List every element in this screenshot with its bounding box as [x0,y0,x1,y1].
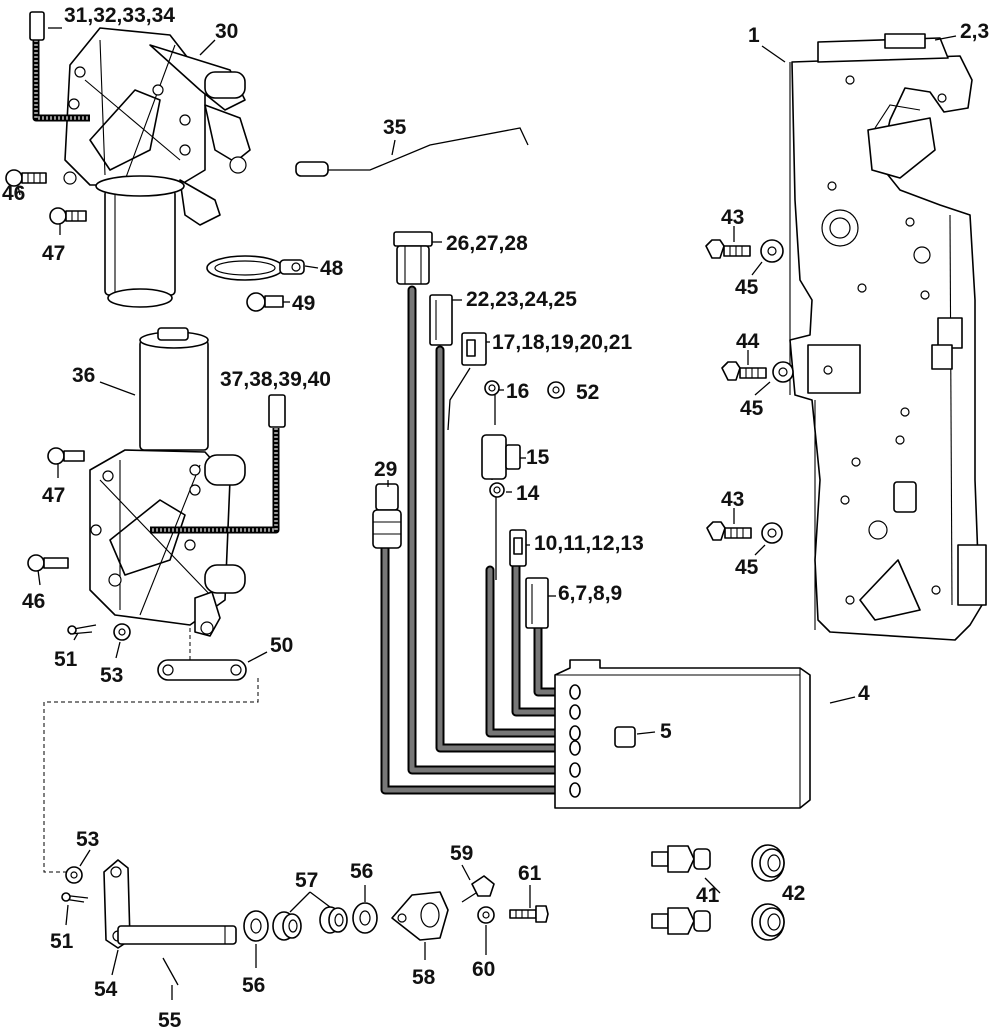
label-55: 55 [158,1009,182,1032]
connector-17-21 [461,332,487,366]
label-26-28: 26,27,28 [446,232,528,255]
label-37-40: 37,38,39,40 [220,368,331,391]
label-43-lower: 43 [721,488,744,511]
label-47-lower: 47 [42,484,65,507]
label-36: 36 [72,364,95,387]
leader-lines [17,27,957,1000]
screw-49 [246,292,284,312]
link-rod-35 [295,127,529,177]
bolt-44 [721,361,767,381]
control-module-4 [554,659,811,809]
screw-47-lower [47,447,85,465]
bolt-59 [461,875,495,903]
pin-55 [162,957,179,986]
screw-47-upper [49,207,87,225]
trim-motor-assembly-lower [89,327,286,637]
clip-51-upper [67,624,97,635]
label-61: 61 [518,862,542,885]
label-53-lower: 53 [76,828,99,851]
fuse-holder-15 [481,434,521,480]
bolt-43-lower [706,521,752,541]
label-58: 58 [412,966,436,989]
label-56-left: 56 [242,974,265,997]
connecting-link-50 [43,628,259,873]
washer-45-upper [760,239,784,263]
bushing-57-left [272,911,302,941]
ring-terminal-14 [489,482,505,498]
label-16: 16 [506,380,529,403]
connector-6-9 [525,577,549,629]
wiring-harness [380,285,575,795]
label-29: 29 [374,458,397,481]
grommet-42-upper [751,844,785,882]
bushing-57-right [319,906,348,934]
label-45-lower: 45 [735,556,759,579]
hose-clamp-48 [206,255,305,281]
label-2-3: 2,3 [960,20,989,43]
label-4: 4 [858,682,870,705]
label-54: 54 [94,978,118,1001]
screw-61 [509,905,549,923]
screw-46-lower [27,554,69,572]
label-30: 30 [215,20,238,43]
bushing-56-left [243,910,269,942]
label-42: 42 [782,882,805,905]
label-15: 15 [526,446,550,469]
washer-52 [547,381,565,399]
label-43-upper: 43 [721,206,744,229]
label-52: 52 [576,381,599,404]
bracket-58 [391,891,449,941]
label-49: 49 [292,292,315,315]
label-14: 14 [516,482,540,505]
label-47-upper: 47 [42,242,65,265]
label-59: 59 [450,842,473,865]
label-45-upper: 45 [735,276,759,299]
screw-46-upper [5,169,47,187]
label-31-34: 31,32,33,34 [64,4,175,27]
washer-45-middle [772,361,794,383]
label-50: 50 [270,634,293,657]
bushing-56-right [352,902,378,934]
label-1: 1 [748,24,760,47]
label-53-upper: 53 [100,664,123,687]
label-35: 35 [383,116,407,139]
mounting-bracket-plate [789,33,987,641]
label-44: 44 [736,330,760,353]
label-57: 57 [295,869,318,892]
washer-60 [477,906,495,924]
lever-shaft-54 [103,859,237,949]
label-17-21: 17,18,19,20,21 [492,331,632,354]
washer-53-lower [65,866,83,884]
label-5: 5 [660,720,672,743]
connector-29 [372,483,402,549]
fitting-41-upper [651,845,711,873]
label-60: 60 [472,958,495,981]
connector-26-28 [393,231,433,285]
trim-motor-assembly-upper [29,11,251,308]
label-46-upper: 46 [2,182,25,205]
connector-22-25 [429,294,453,346]
label-41: 41 [696,884,720,907]
label-46-lower: 46 [22,590,45,613]
washer-45-lower [761,522,783,544]
plug-5 [614,726,636,748]
connector-10-13 [509,529,527,567]
label-51-lower: 51 [50,930,74,953]
label-56-right: 56 [350,860,373,883]
label-45-middle: 45 [740,397,764,420]
ring-terminal-16 [484,380,500,396]
label-6-9: 6,7,8,9 [558,582,622,605]
grommet-42-lower [751,903,785,941]
label-48: 48 [320,257,344,280]
label-22-25: 22,23,24,25 [466,288,577,311]
clip-51-lower [61,892,89,903]
fitting-41-lower [651,907,711,935]
label-10-13: 10,11,12,13 [534,532,644,555]
bolt-43-upper [705,239,751,259]
label-51-upper: 51 [54,648,78,671]
washer-53-upper [113,623,131,641]
